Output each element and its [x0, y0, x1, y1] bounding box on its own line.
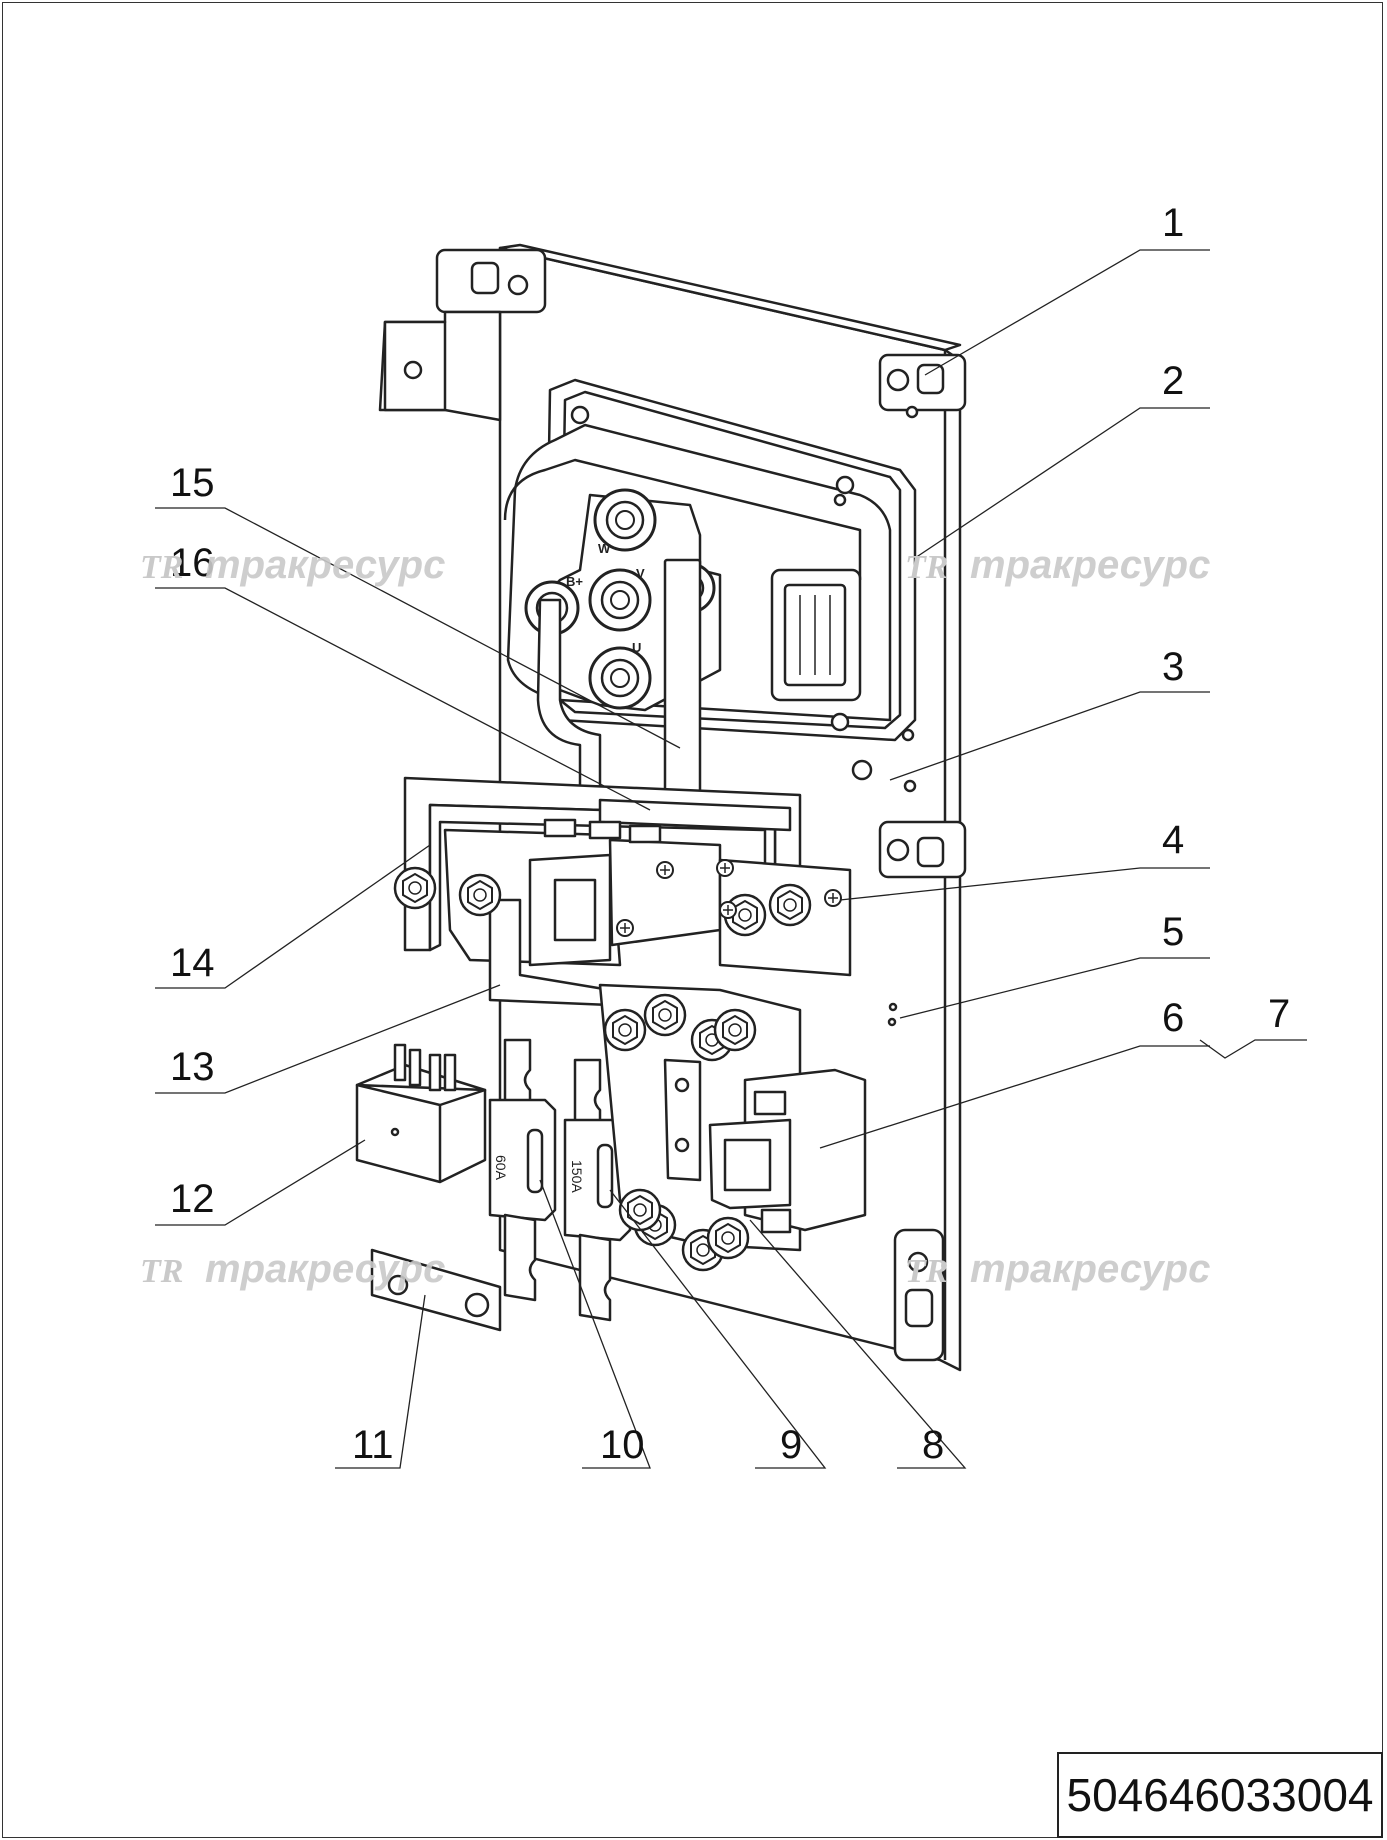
- watermark-top-right: TR тракресурс: [905, 543, 1210, 587]
- svg-text:TR: TR: [140, 549, 183, 586]
- svg-text:TR: TR: [140, 1253, 183, 1290]
- terminal-label-v: V: [636, 566, 645, 581]
- callout-13: 13: [170, 1045, 215, 1089]
- connector-block: [708, 1068, 867, 1234]
- relay: [355, 1043, 487, 1184]
- leader-lines: [155, 249, 1307, 1469]
- watermarks: TR тракресурс TR тракресурс TR тракресур…: [140, 543, 1210, 1291]
- svg-text:тракресурс: тракресурс: [205, 543, 445, 587]
- watermark-bottom-right: TR тракресурс: [905, 1247, 1210, 1291]
- terminal-label-b-plus: B+: [566, 574, 583, 589]
- callout-2: 2: [1162, 359, 1184, 403]
- watermark-bottom-left: TR тракресурс: [140, 1247, 445, 1291]
- callout-5: 5: [1162, 910, 1184, 954]
- fuse-60a: 60A: [488, 1038, 557, 1302]
- terminal-label-u: U: [632, 640, 641, 655]
- svg-text:TR: TR: [905, 549, 948, 586]
- callout-12: 12: [170, 1177, 215, 1221]
- callout-7: 7: [1268, 992, 1290, 1036]
- callout-8: 8: [922, 1423, 944, 1467]
- watermark-top-left: TR тракресурс: [140, 543, 445, 587]
- document-number-box: 504646033004: [1057, 1752, 1383, 1838]
- plate-11: [370, 1248, 502, 1332]
- callout-6: 6: [1162, 996, 1184, 1040]
- fuse-label-60a: 60A: [493, 1155, 509, 1181]
- callout-numbers: 1 2 3 4 5 6 7 8 9 10 11 12 13 14 15 16: [170, 201, 1290, 1467]
- callout-3: 3: [1162, 645, 1184, 689]
- callout-15: 15: [170, 461, 215, 505]
- callout-16: 16: [170, 541, 215, 585]
- callout-4: 4: [1162, 818, 1184, 862]
- document-number: 504646033004: [1066, 1769, 1374, 1821]
- fuse-150a: 150A: [563, 1058, 632, 1322]
- motor-controller: [503, 378, 917, 742]
- callout-11: 11: [352, 1423, 394, 1467]
- svg-text:TR: TR: [905, 1253, 948, 1290]
- svg-text:тракресурс: тракресурс: [970, 543, 1210, 587]
- callout-9: 9: [780, 1423, 802, 1467]
- terminal-label-w: W: [598, 541, 611, 556]
- callout-14: 14: [170, 941, 215, 985]
- contactor-assembly: [403, 776, 852, 1007]
- callout-1: 1: [1162, 201, 1184, 245]
- svg-text:тракресурс: тракресурс: [205, 1247, 445, 1291]
- fuse-label-150a: 150A: [569, 1160, 585, 1193]
- callout-10: 10: [600, 1423, 645, 1467]
- svg-text:тракресурс: тракресурс: [970, 1247, 1210, 1291]
